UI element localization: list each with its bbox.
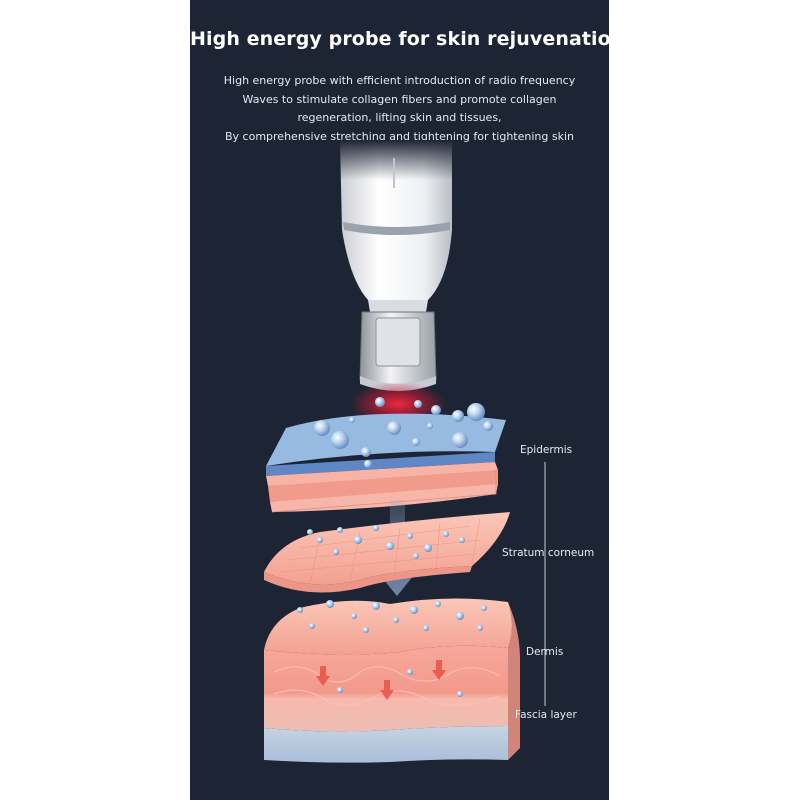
label-dermis: Dermis [526, 646, 564, 658]
description-line: Waves to stimulate collagen fibers and p… [242, 92, 557, 106]
product-panel: High energy probe for skin rejuvenation … [190, 0, 609, 800]
page-title: High energy probe for skin rejuvenation [190, 28, 609, 50]
dermis-block [264, 598, 520, 763]
label-stratum-corneum: Stratum corneum [502, 547, 595, 559]
label-fascia-layer: Fascia layer [515, 709, 577, 721]
description: High energy probe with efficient introdu… [190, 72, 609, 146]
stratum-corneum-layer [264, 512, 510, 593]
collagen-bubbles [314, 397, 493, 468]
skin-layers-illustration [264, 140, 546, 763]
epidermis-layer [266, 413, 506, 513]
description-line: By comprehensive stretching and tighteni… [225, 129, 574, 143]
description-line: High energy probe with efficient introdu… [223, 74, 576, 87]
label-epidermis: Epidermis [520, 444, 573, 456]
probe-device-icon [340, 140, 452, 391]
description-line: regeneration, lifting skin and tissues, [297, 111, 502, 124]
